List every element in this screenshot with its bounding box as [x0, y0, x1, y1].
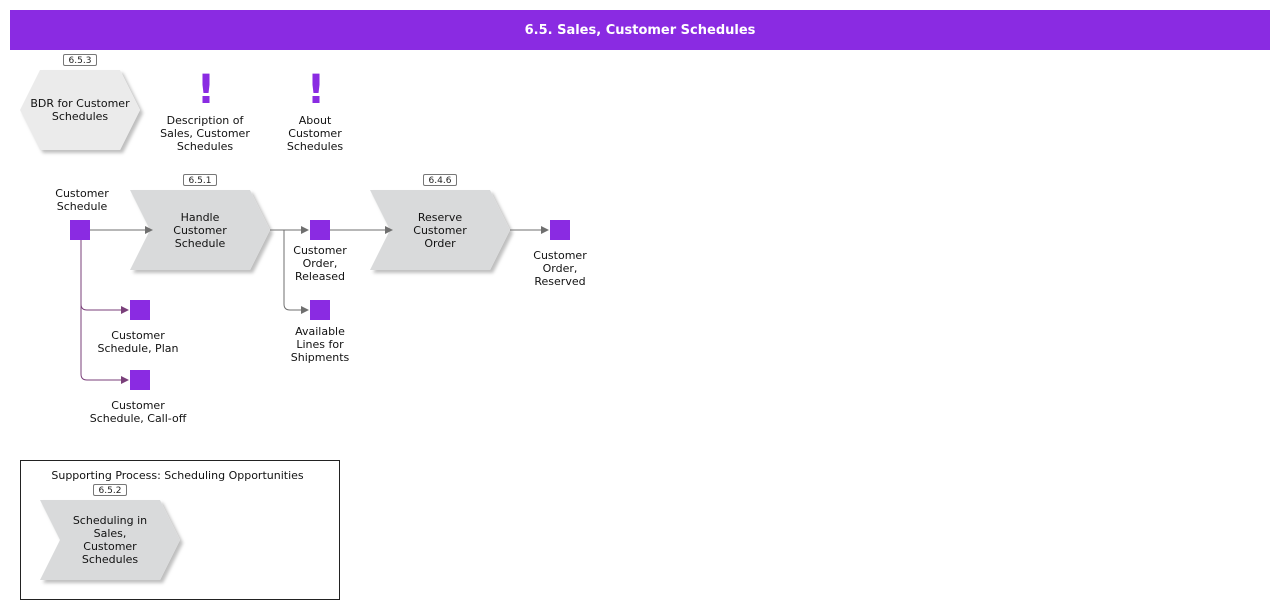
exclamation-icon[interactable]: ! — [196, 67, 216, 113]
event-available-lines[interactable] — [310, 300, 330, 320]
event-schedule-calloff-label: Customer Schedule, Call-off — [89, 399, 187, 425]
bdr-label: BDR for Customer Schedules — [30, 97, 130, 123]
process-handle-customer-schedule[interactable] — [130, 190, 270, 270]
event-schedule-calloff[interactable] — [130, 370, 150, 390]
support-process-label: Scheduling in Sales, Customer Schedules — [72, 514, 148, 566]
bdr-hexagon[interactable] — [20, 70, 140, 150]
supporting-process-group — [20, 460, 340, 600]
connector-schedule-to-plan — [80, 240, 129, 314]
process-scheduling-in-sales[interactable] — [40, 500, 180, 580]
connector-handle-to-available-lines — [283, 230, 309, 314]
event-customer-schedule[interactable] — [70, 220, 90, 240]
process-reserve-tag: 6.4.6 — [423, 174, 457, 186]
event-available-lines-label: Available Lines for Shipments — [290, 325, 350, 364]
page-title: 6.5. Sales, Customer Schedules — [10, 10, 1270, 50]
event-schedule-plan-label: Customer Schedule, Plan — [97, 329, 179, 355]
event-schedule-plan[interactable] — [130, 300, 150, 320]
event-customer-order-reserved-label: Customer Order, Reserved — [533, 249, 587, 288]
event-customer-order-released[interactable] — [310, 220, 330, 240]
process-reserve-customer-order[interactable] — [370, 190, 510, 270]
connector-schedule-to-calloff — [80, 300, 129, 384]
process-handle-tag: 6.5.1 — [183, 174, 217, 186]
exclamation-icon[interactable]: ! — [306, 67, 326, 113]
process-reserve-label: Reserve Customer Order — [413, 210, 467, 250]
event-customer-schedule-label: Customer Schedule — [55, 187, 109, 213]
note-description-label: Description of Sales, Customer Schedules — [160, 114, 250, 153]
event-customer-order-released-label: Customer Order, Released — [293, 244, 347, 283]
bdr-tag: 6.5.3 — [63, 54, 97, 66]
note-about-label: About Customer Schedules — [286, 114, 344, 153]
support-process-tag: 6.5.2 — [93, 484, 127, 496]
event-customer-order-reserved[interactable] — [550, 220, 570, 240]
process-handle-label: Handle Customer Schedule — [173, 210, 227, 250]
supporting-process-title: Supporting Process: Scheduling Opportuni… — [51, 469, 304, 482]
